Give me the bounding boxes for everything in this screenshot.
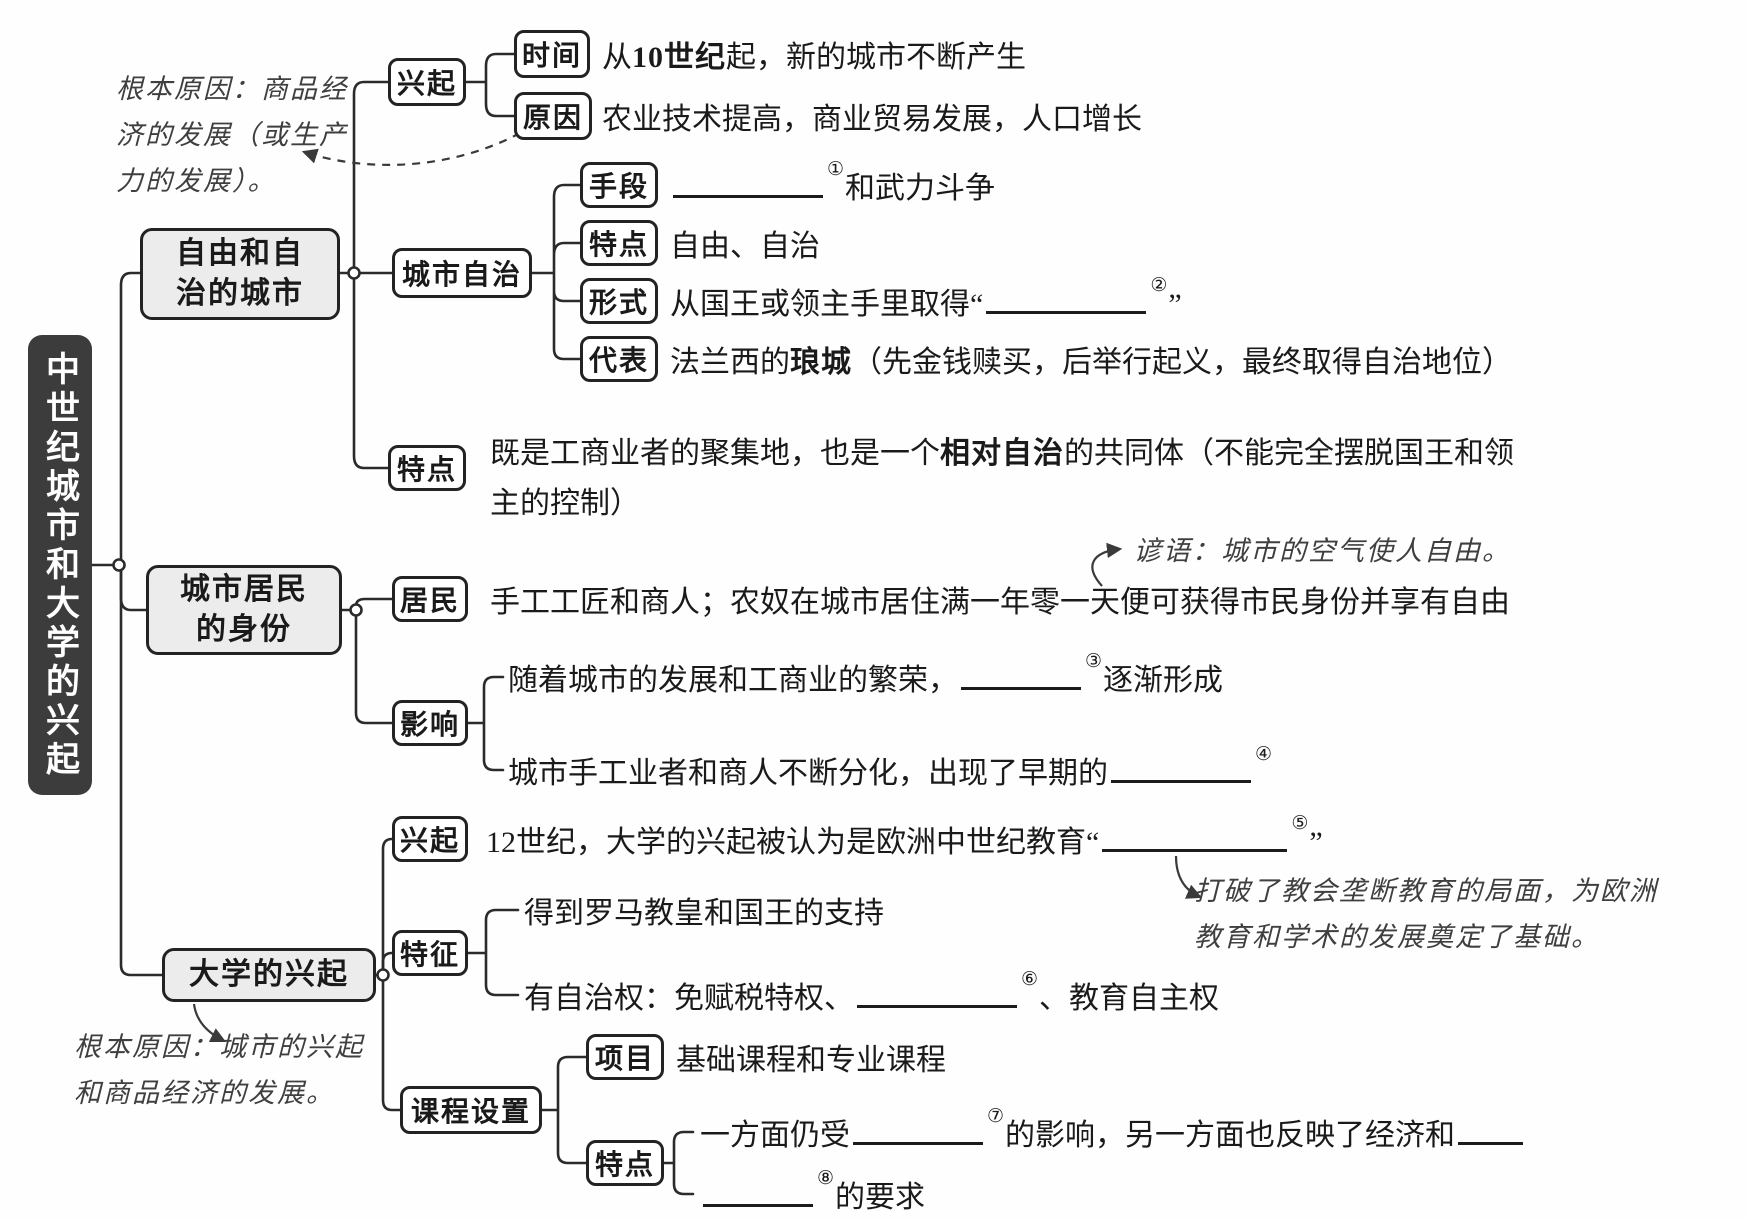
node-curriculum: 课程设置 [400, 1086, 542, 1134]
representative-text: 法兰西的琅城（先金钱赎买，后举行起义，最终取得自治地位） [670, 346, 1512, 379]
node-form: 形式 [580, 278, 658, 324]
items-text: 基础课程和专业课程 [676, 1044, 946, 1077]
branch-rise-of-universities: 大学的兴起 [162, 948, 376, 1002]
characteristics-text-line2: 有自治权：免赋税特权、⑥、教育自主权 [524, 969, 1220, 1015]
branch2-label-line1: 城市居民 [180, 573, 308, 606]
feature-b-text-line1: 既是工商业者的聚集地，也是一个相对自治的共同体（不能完全摆脱国王和领 [490, 437, 1514, 470]
node-rise-1: 兴起 [388, 58, 466, 106]
note-broke-church-monopoly: 打破了教会垄断教育的局面，为欧洲 教育和学术的发展奠定了基础。 [1194, 876, 1658, 952]
residents-text: 手工工匠和商人；农奴在城市居住满一年零一天便可获得市民身份并享有自由 [490, 586, 1510, 619]
node-rise-3: 兴起 [392, 816, 468, 862]
means-text: ①和武力斗争 [670, 159, 995, 207]
note-fundamental-cause-universities: 根本原因：城市的兴起 和商品经济的发展。 [74, 1032, 364, 1108]
feature-b-text-line2: 主的控制） [490, 487, 640, 520]
characteristics-text-line1: 得到罗马教皇和国王的支持 [524, 897, 884, 930]
node-items: 项目 [586, 1034, 664, 1080]
node-city-autonomy: 城市自治 [392, 248, 532, 298]
node-feature-a: 特点 [580, 220, 658, 266]
node-time: 时间 [514, 30, 590, 78]
branch1-label-line2: 治的城市 [176, 277, 304, 310]
branch2-label-line2: 的身份 [196, 613, 292, 646]
curriculum-feature-line2: ⑧的要求 [700, 1168, 925, 1216]
blank-3 [961, 687, 1081, 690]
note-proverb-city-air: 谚语：城市的空气使人自由。 [1134, 536, 1511, 566]
blank-7 [853, 1142, 983, 1145]
node-cause: 原因 [514, 92, 592, 140]
blank-7b [1458, 1142, 1524, 1145]
cause-text: 农业技术提高，商业贸易发展，人口增长 [602, 103, 1142, 136]
branch-free-autonomous-cities: 自由和自 治的城市 [140, 228, 340, 320]
blank-5 [1102, 849, 1288, 852]
university-rise-text: 12世纪，大学的兴起被认为是欧洲中世纪教育“⑤” [486, 813, 1323, 859]
branch1-label-line1: 自由和自 [176, 237, 304, 270]
node-means: 手段 [580, 162, 658, 208]
influence-text-line1: 随着城市的发展和工商业的繁荣，③逐渐形成 [508, 651, 1224, 697]
node-feature-c: 特点 [586, 1140, 664, 1186]
node-representative: 代表 [580, 336, 658, 382]
feature-a-text: 自由、自治 [670, 230, 820, 263]
node-feature-b: 特点 [388, 445, 466, 491]
root-topic: 中世纪城市和大学的兴起 [28, 335, 92, 795]
node-influence: 影响 [392, 700, 468, 746]
node-characteristics: 特征 [392, 930, 468, 976]
blank-2 [986, 311, 1147, 314]
node-residents: 居民 [392, 576, 468, 622]
curriculum-feature-line1: 一方面仍受⑦的影响，另一方面也反映了经济和 [700, 1106, 1526, 1154]
note-fundamental-cause-cities: 根本原因：商品经 济的发展（或生产 力的发展）。 [116, 74, 348, 196]
blank-4 [1111, 780, 1251, 783]
blank-1 [673, 195, 823, 198]
form-text: 从国王或领主手里取得“②” [670, 275, 1182, 321]
influence-text-line2: 城市手工业者和商人不断分化，出现了早期的④ [508, 744, 1273, 790]
branch-city-residents-identity: 城市居民 的身份 [146, 565, 342, 655]
blank-6 [857, 1005, 1017, 1008]
blank-8 [703, 1204, 813, 1207]
time-text: 从10世纪起，新的城市不断产生 [602, 41, 1026, 74]
